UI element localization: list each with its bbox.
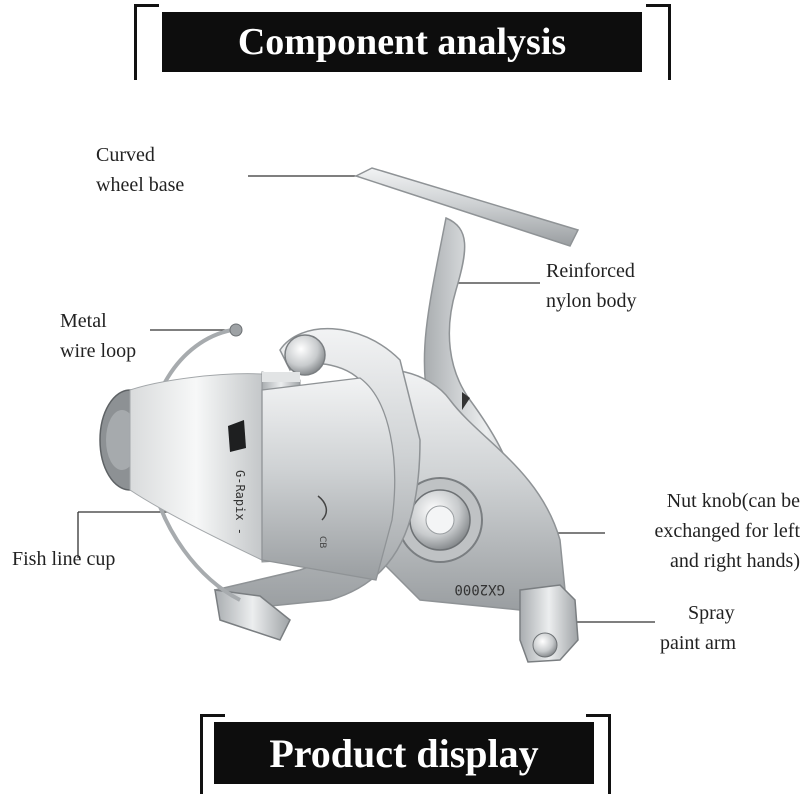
label-nut-knob: Nut knob(can be exchanged for left and r… xyxy=(654,490,800,572)
brand-logo: CB xyxy=(317,536,327,548)
fish-line-cup: CB xyxy=(99,371,396,581)
spool-marking: G-Rapix - xyxy=(233,470,247,535)
label-reinforced-nylon-body: Reinforced nylon body xyxy=(546,260,637,312)
label-metal-wire-loop: Metal wire loop xyxy=(60,310,137,362)
title-bracket-bottom-left-lower xyxy=(200,714,203,794)
label-spray-paint-arm: Spray paint arm xyxy=(660,602,737,654)
label-curved-wheel-base: Curved wheel base xyxy=(96,144,185,196)
title-bracket-top-right-lower xyxy=(668,4,671,80)
model-marking: GX2000 xyxy=(454,581,505,597)
label-fish-line-cup: Fish line cup xyxy=(12,548,116,570)
title-bracket-top-left-lower xyxy=(134,4,137,80)
product-display-title: Product display xyxy=(214,722,594,784)
component-analysis-title: Component analysis xyxy=(162,12,642,72)
title-bracket-bottom-right-lower xyxy=(608,714,611,794)
